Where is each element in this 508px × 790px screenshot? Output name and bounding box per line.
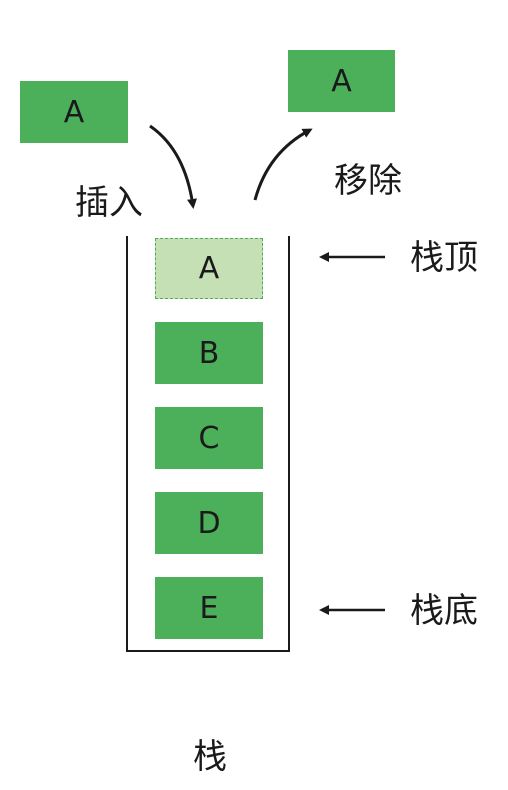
stack-item: C — [155, 407, 263, 469]
stack-item-top: A — [155, 238, 263, 299]
stack-caption: 栈 — [193, 737, 227, 777]
insert-arrow — [149, 124, 197, 209]
stack-item-bottom: E — [155, 577, 263, 639]
remove-arrow — [253, 128, 313, 201]
stack-top-label: 栈顶 — [410, 238, 478, 278]
removed-block: A — [288, 50, 395, 112]
stack-container — [126, 236, 290, 652]
incoming-block: A — [20, 81, 128, 143]
stack-item: B — [155, 322, 263, 384]
stack-bottom-label: 栈底 — [410, 591, 478, 631]
stack-item: D — [155, 492, 263, 554]
insert-label: 插入 — [75, 183, 143, 223]
remove-label: 移除 — [334, 161, 402, 201]
